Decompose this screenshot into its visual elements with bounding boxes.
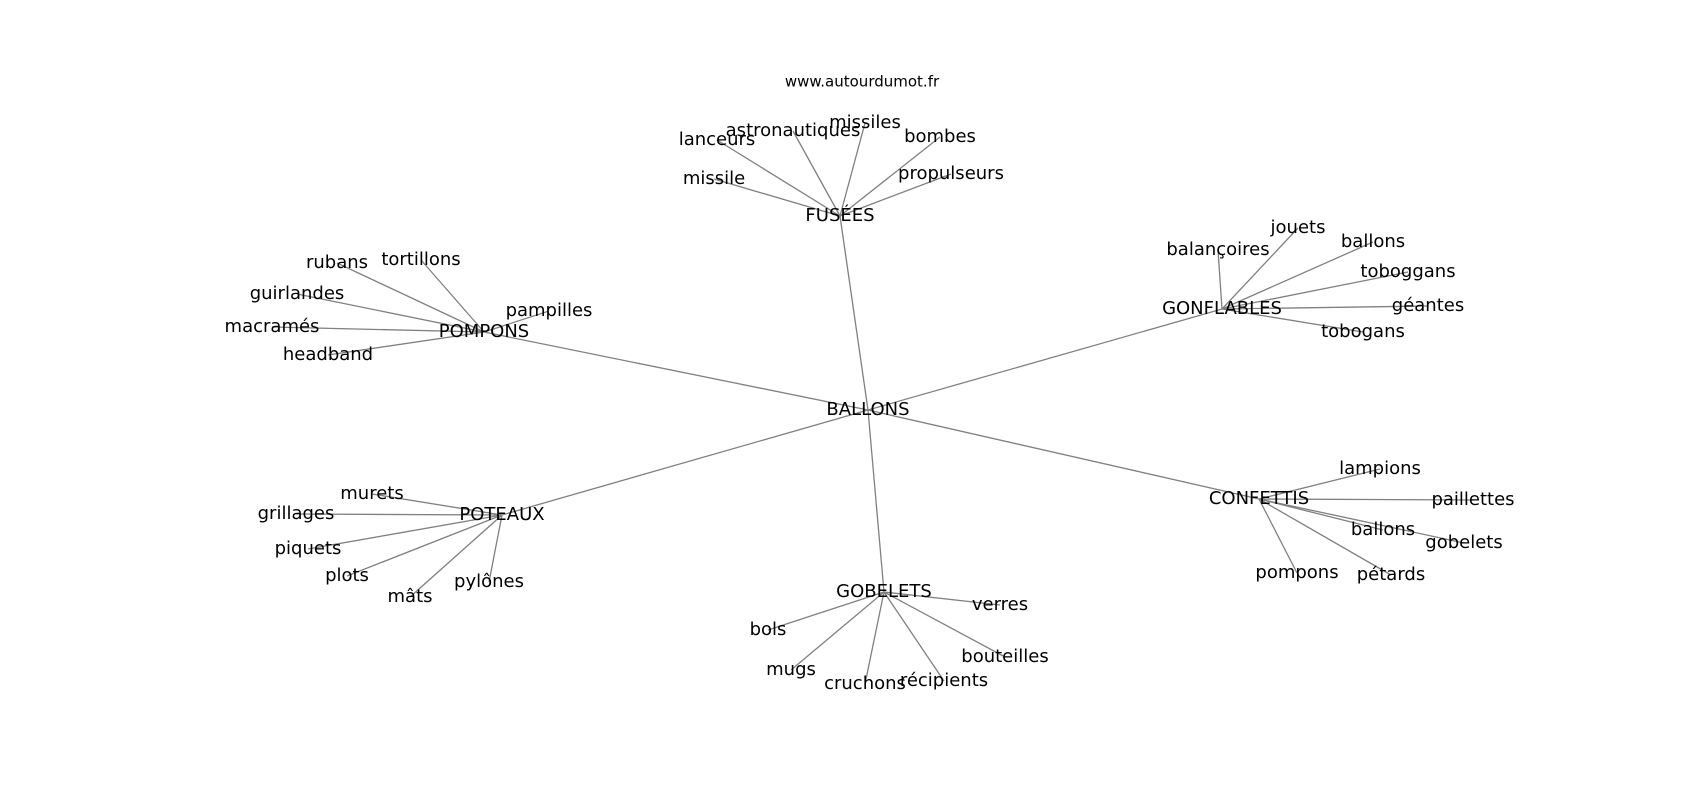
leaf-node-label: gobelets bbox=[1425, 532, 1502, 553]
leaf-node-label: pompons bbox=[1255, 562, 1338, 583]
leaf-node-label: murets bbox=[340, 483, 403, 504]
leaf-node-label: propulseurs bbox=[898, 163, 1004, 184]
edge-hub-to-leaf bbox=[1258, 498, 1392, 576]
leaf-node-label: toboggans bbox=[1360, 261, 1455, 282]
edge-hub-to-leaf bbox=[713, 178, 841, 217]
hub-node-label: POTEAUX bbox=[459, 504, 544, 525]
edge-hub-to-leaf bbox=[1221, 308, 1364, 333]
hub-node-label: GOBELETS bbox=[836, 581, 932, 602]
edge-hub-to-leaf bbox=[271, 326, 485, 333]
edge-hub-to-leaf bbox=[346, 514, 503, 577]
leaf-node-label: bols bbox=[750, 619, 787, 640]
edge-hub-to-leaf bbox=[307, 514, 503, 550]
edge-hub-to-leaf bbox=[1258, 498, 1465, 544]
leaf-node-label: piquets bbox=[275, 538, 342, 559]
edge-hub-to-leaf bbox=[790, 591, 885, 671]
leaf-node-label: pétards bbox=[1357, 564, 1425, 585]
edge-hub-to-leaf bbox=[1221, 271, 1409, 310]
leaf-node-label: rubans bbox=[306, 252, 368, 273]
labels: www.autourdumot.fr BALLONS FUSÉES lanceur… bbox=[225, 73, 1515, 695]
edge-hub-to-leaf bbox=[839, 136, 941, 217]
leaf-node-label: lanceurs bbox=[679, 129, 756, 150]
edge-center-to-hub bbox=[501, 409, 869, 516]
edge-hub-to-leaf bbox=[1258, 498, 1298, 574]
leaf-node-label: headband bbox=[283, 344, 373, 365]
edge-center-to-hub bbox=[867, 409, 885, 593]
edge-hub-to-leaf bbox=[883, 591, 945, 682]
hub-node-label: GONFLABLES bbox=[1162, 298, 1282, 319]
leaf-node-label: ballons bbox=[1351, 519, 1415, 540]
edge-center-to-hub bbox=[839, 215, 869, 411]
leaf-node-label: paillettes bbox=[1431, 489, 1514, 510]
watermark: www.autourdumot.fr bbox=[785, 73, 940, 91]
edge-hub-to-leaf bbox=[792, 130, 841, 217]
leaf-node-label: grillages bbox=[258, 503, 335, 524]
edge-hub-to-leaf bbox=[864, 591, 885, 685]
hub-node-label: POMPONS bbox=[439, 321, 529, 342]
edge-hub-to-leaf bbox=[1221, 227, 1299, 310]
leaf-node-label: bouteilles bbox=[961, 646, 1048, 667]
edge-hub-to-leaf bbox=[1221, 305, 1429, 310]
edge-hub-to-leaf bbox=[1258, 498, 1474, 501]
edge-hub-to-leaf bbox=[1258, 468, 1381, 500]
leaf-node-label: récipients bbox=[900, 670, 988, 691]
edge-hub-to-leaf bbox=[371, 493, 503, 516]
leaf-node-label: guirlandes bbox=[250, 283, 345, 304]
edge-hub-to-leaf bbox=[1258, 498, 1384, 531]
edge-center-to-hub bbox=[483, 331, 869, 411]
edge-hub-to-leaf bbox=[767, 591, 885, 631]
edge-hub-to-leaf bbox=[295, 513, 503, 516]
hub-node-label: FUSÉES bbox=[805, 204, 874, 226]
edge-hub-to-leaf bbox=[716, 139, 841, 217]
leaf-node-label: verres bbox=[972, 594, 1028, 615]
hub-node-label: CONFETTIS bbox=[1209, 488, 1309, 509]
edge-hub-to-leaf bbox=[483, 310, 550, 333]
leaf-node-label: macramés bbox=[225, 316, 320, 337]
edge-hub-to-leaf bbox=[327, 331, 485, 356]
edge-hub-to-leaf bbox=[883, 591, 1001, 606]
edge-center-to-hub bbox=[867, 409, 1260, 500]
leaf-node-label: bombes bbox=[904, 126, 976, 147]
leaf-node-label: cruchons bbox=[824, 673, 906, 694]
edge-hub-to-leaf bbox=[296, 293, 485, 333]
leaf-node-label: plots bbox=[325, 565, 369, 586]
edge-hub-to-leaf bbox=[1217, 249, 1223, 310]
leaf-node-label: tobogans bbox=[1321, 321, 1405, 342]
edge-center-to-hub bbox=[867, 308, 1223, 411]
leaf-node-label: pampilles bbox=[506, 300, 593, 321]
edge-hub-to-leaf bbox=[420, 259, 485, 333]
edge-hub-to-leaf bbox=[839, 173, 952, 217]
leaf-node-label: mugs bbox=[766, 659, 816, 680]
edge-hub-to-leaf bbox=[883, 591, 1006, 658]
leaf-node-label: balançoires bbox=[1166, 239, 1269, 260]
edge-hub-to-leaf bbox=[839, 122, 866, 217]
edge-hub-to-leaf bbox=[1221, 241, 1374, 310]
leaf-node-label: lampions bbox=[1339, 458, 1421, 479]
leaf-node-label: missile bbox=[683, 168, 745, 189]
edge-hub-to-leaf bbox=[336, 262, 485, 333]
leaf-node-label: mâts bbox=[388, 586, 433, 607]
leaf-node-label: missiles bbox=[829, 112, 901, 133]
leaf-node-label: ballons bbox=[1341, 231, 1405, 252]
edges bbox=[271, 122, 1474, 685]
edge-hub-to-leaf bbox=[409, 514, 503, 598]
leaf-node-label: jouets bbox=[1270, 217, 1326, 238]
leaf-node-label: géantes bbox=[1392, 295, 1464, 316]
center-node-label: BALLONS bbox=[826, 399, 909, 420]
leaf-node-label: tortillons bbox=[381, 249, 460, 270]
edge-hub-to-leaf bbox=[488, 514, 503, 583]
leaf-node-label: astronautiques bbox=[726, 120, 861, 141]
leaf-node-label: pylônes bbox=[454, 571, 524, 592]
